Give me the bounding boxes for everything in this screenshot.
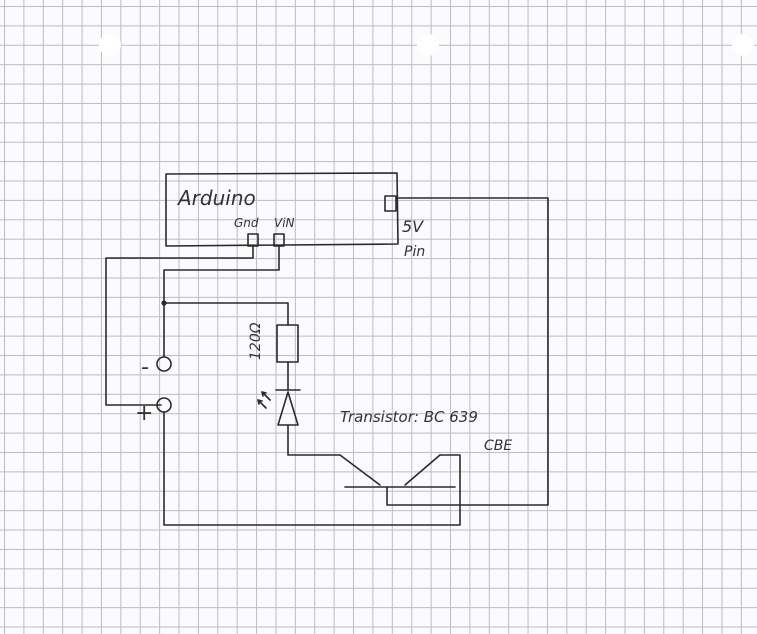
vin-pin <box>273 233 285 247</box>
led-triangle <box>277 391 299 426</box>
resistor-body <box>276 324 299 363</box>
transistor-emitter <box>404 454 441 486</box>
plus-sign: + <box>135 401 153 426</box>
pin-word-label: Pin <box>404 244 425 260</box>
gnd-pin-label: Gnd <box>234 216 259 230</box>
punch-hole <box>99 34 121 56</box>
vin-wire <box>163 245 280 357</box>
resistor-feed-wire <box>163 302 289 326</box>
gnd-pin <box>247 233 259 247</box>
transistor-pin-order-label: CBE <box>484 438 512 454</box>
punch-holes <box>99 34 754 56</box>
punch-hole <box>417 34 439 56</box>
transistor-collector <box>339 454 381 486</box>
pin-number-label: 5V <box>402 217 424 236</box>
arduino-label: Arduino <box>176 186 256 210</box>
transistor-base-lead <box>386 197 549 506</box>
resistor-value-label: 120Ω <box>248 322 264 360</box>
led-light-arrows <box>257 391 271 409</box>
digital-pin-5 <box>384 195 397 212</box>
transistor-label: Transistor: BC 639 <box>340 408 478 426</box>
plus-wire <box>163 411 461 526</box>
minus-sign: - <box>141 355 149 380</box>
vin-pin-label: ViN <box>274 216 295 230</box>
led-to-transistor-wire <box>287 424 341 456</box>
arduino-board-outline <box>165 172 399 247</box>
minus-terminal <box>156 356 172 372</box>
punch-hole <box>732 34 754 56</box>
gnd-wire <box>105 245 254 406</box>
